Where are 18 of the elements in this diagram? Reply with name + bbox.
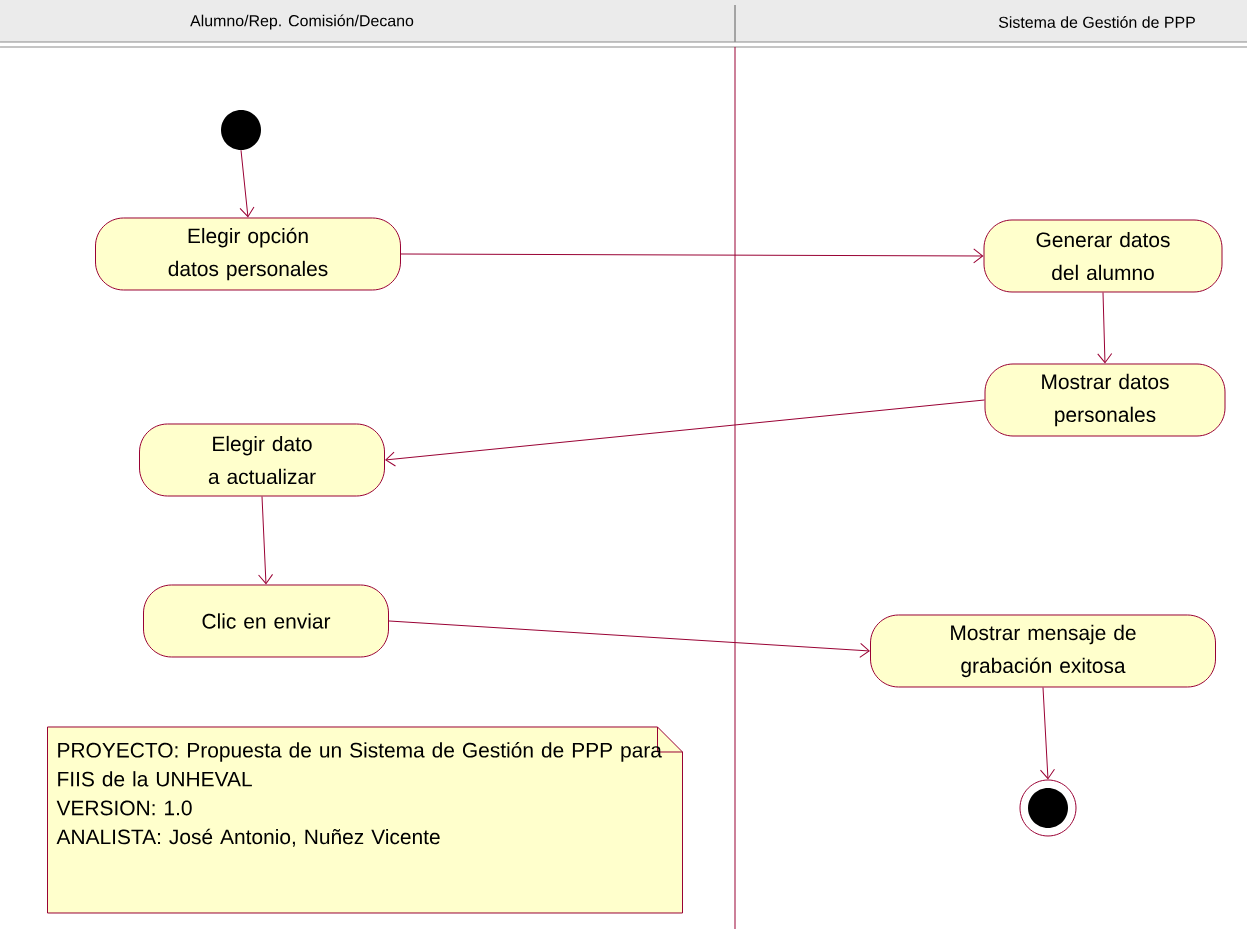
arrow bbox=[1040, 687, 1055, 780]
initial-node bbox=[221, 110, 261, 150]
arrow bbox=[388, 620, 870, 658]
arrow bbox=[239, 149, 255, 218]
activity-box: Mostrar datos personales bbox=[984, 363, 1226, 437]
activity-box: Mostrar mensaje de grabación exitosa bbox=[870, 614, 1216, 688]
activity-box: Clic en enviar bbox=[143, 584, 389, 658]
final-node bbox=[1019, 779, 1077, 837]
note: PROYECTO: Propuesta de un Sistema de Gestión de PPP para FIIS de la UNHEVAL VERSION: 1.0 ANALISTA: José Antonio, Nuñez Vicente bbox=[47, 726, 683, 914]
arrow bbox=[400, 248, 984, 264]
lane-title: Alumno/Rep. Comisión/Decano bbox=[190, 14, 414, 30]
lane-title: Sistema de Gestión de PPP bbox=[998, 16, 1195, 28]
activity-box: Elegir dato a actualizar bbox=[139, 423, 385, 497]
activity-box: Generar datos del alumno bbox=[983, 219, 1223, 293]
activity-box: Elegir opción datos personales bbox=[95, 217, 401, 291]
arrow bbox=[258, 496, 274, 585]
arrow bbox=[385, 399, 985, 467]
arrow bbox=[1097, 292, 1113, 364]
